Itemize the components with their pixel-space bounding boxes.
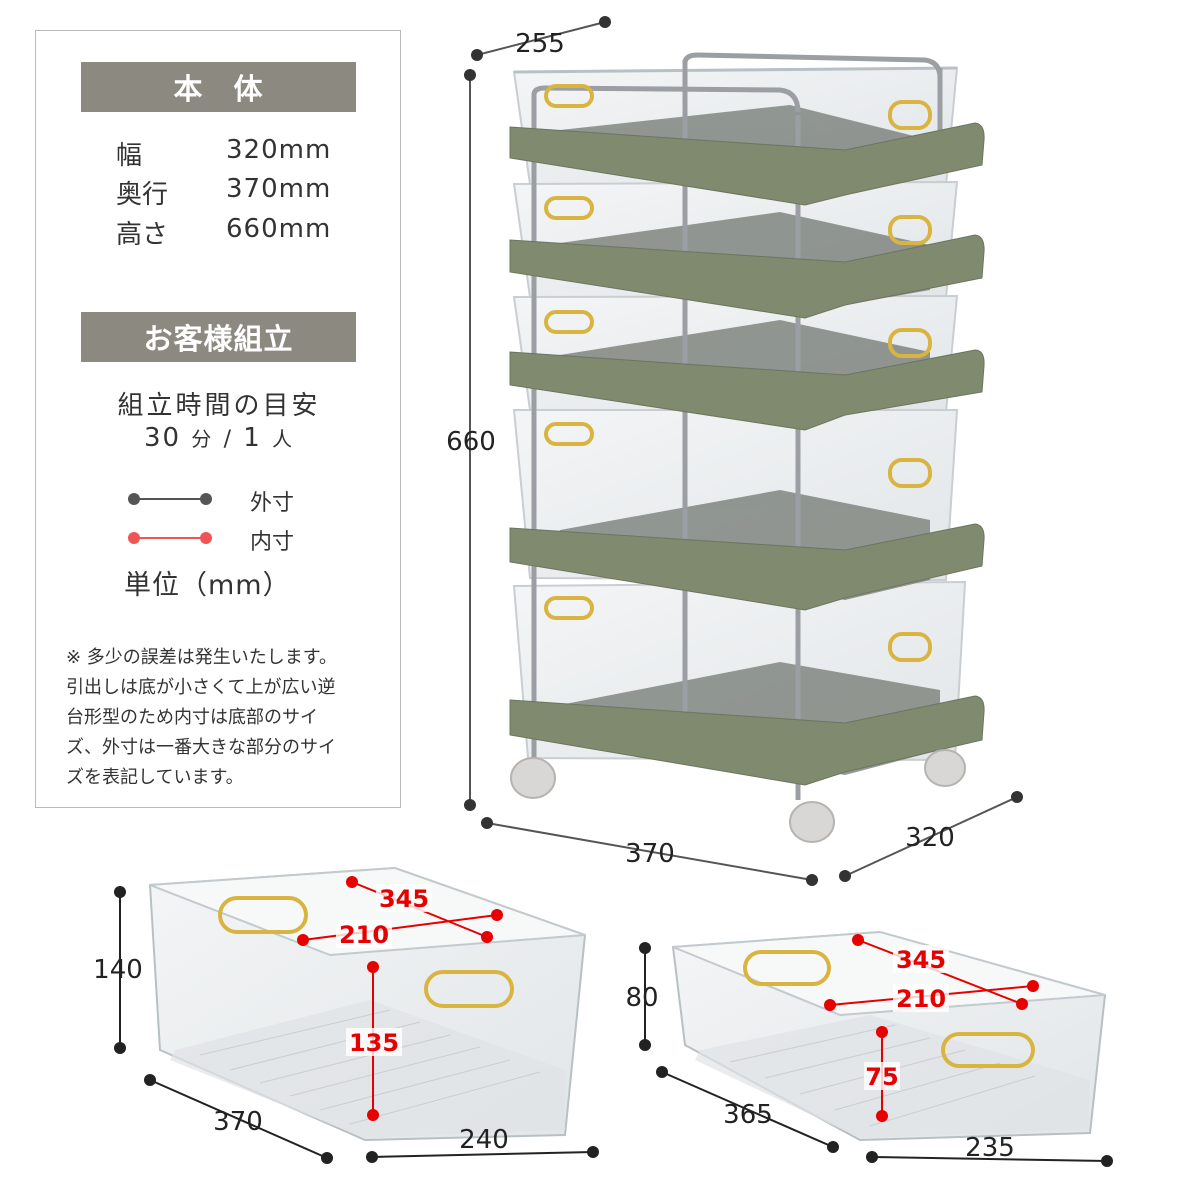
small-box-handle-left [743, 950, 831, 986]
note-line: ※ 多少の誤差は発生いたします。 [66, 647, 338, 668]
spec-value-depth: 370mm [226, 174, 332, 204]
spec-value-width: 320mm [226, 135, 332, 165]
unit-label: 単位（mm） [124, 570, 291, 601]
large-box-inner-length-label: 345 [379, 885, 429, 913]
legend-inner-label: 内寸 [250, 530, 295, 555]
time-slash: / [223, 427, 233, 452]
small-box-inner-width-label: 210 [896, 985, 946, 1013]
spec-panel: 本 体 幅 320mm 奥行 370mm 高さ 660mm お客様組立 組立時間… [35, 30, 401, 808]
cart-width-label: 320 [905, 823, 955, 853]
large-box-outer-width-label: 240 [459, 1125, 509, 1155]
legend-inner-line [132, 537, 206, 539]
small-box-inner-length-label: 345 [896, 946, 946, 974]
large-box-inner-width-label: 210 [339, 921, 389, 949]
note-line: 引出しは底が小さくて上が広い逆 [66, 677, 336, 698]
legend-outer-label: 外寸 [250, 491, 295, 516]
cart-handles [544, 84, 932, 662]
small-box-outer-height-label: 80 [625, 983, 658, 1013]
large-box-outer-length-label: 370 [213, 1107, 263, 1137]
assembly-time-value: 30 分 / 1 人 [36, 423, 402, 453]
assembly-time-label: 組立時間の目安 [117, 391, 321, 421]
people-number: 1 [243, 423, 262, 453]
assembly-section-header: お客様組立 [81, 312, 356, 362]
note-line: 台形型のため内寸は底部のサイ [66, 707, 318, 728]
large-box-handle-left [218, 896, 308, 934]
spec-label-height: 高さ [116, 220, 169, 250]
small-box-outer-width-label: 235 [965, 1133, 1015, 1163]
legend-outer-line [132, 498, 206, 500]
small-box-handle-right [941, 1032, 1035, 1068]
spec-value-height: 660mm [226, 214, 332, 244]
large-box-image [148, 866, 587, 1142]
legend-inner-dot-right [200, 532, 212, 544]
large-box-outer-height-label: 140 [93, 955, 143, 985]
spec-label-width: 幅 [116, 141, 143, 171]
small-box-outer-dims [639, 942, 1113, 1167]
cart-dimensions [464, 16, 1023, 886]
small-box-inner-height-label: 75 [865, 1063, 898, 1091]
cart-height-label: 660 [446, 427, 496, 457]
cart-top-depth-label: 255 [515, 29, 565, 59]
body-section-header: 本 体 [81, 62, 356, 112]
legend-outer-dot-left [128, 493, 140, 505]
assembly-section-title: お客様組立 [143, 322, 294, 356]
large-box-outer-dims [114, 886, 599, 1164]
body-section-title: 本 体 [173, 72, 264, 106]
legend-outer-dot-right [200, 493, 212, 505]
note: ※ 多少の誤差は発生いたします。 引出しは底が小さくて上が広い逆 台形型のため内… [66, 643, 386, 793]
legend-inner-dot-left [128, 532, 140, 544]
large-box-inner-height-label: 135 [349, 1029, 399, 1057]
spec-label-depth: 奥行 [116, 180, 169, 210]
cart-wheels [510, 749, 966, 843]
people-unit: 人 [272, 427, 295, 451]
cart-image [509, 52, 985, 843]
small-box-outer-length-label: 365 [723, 1100, 773, 1130]
note-line: ズを表記しています。 [66, 767, 244, 788]
time-unit: 分 [191, 427, 214, 451]
large-box-handle-right [424, 970, 514, 1008]
cart-trays [509, 122, 985, 786]
time-number: 30 [143, 423, 182, 453]
note-line: ズ、外寸は一番大きな部分のサイ [66, 737, 336, 758]
cart-depth-label: 370 [625, 839, 675, 869]
